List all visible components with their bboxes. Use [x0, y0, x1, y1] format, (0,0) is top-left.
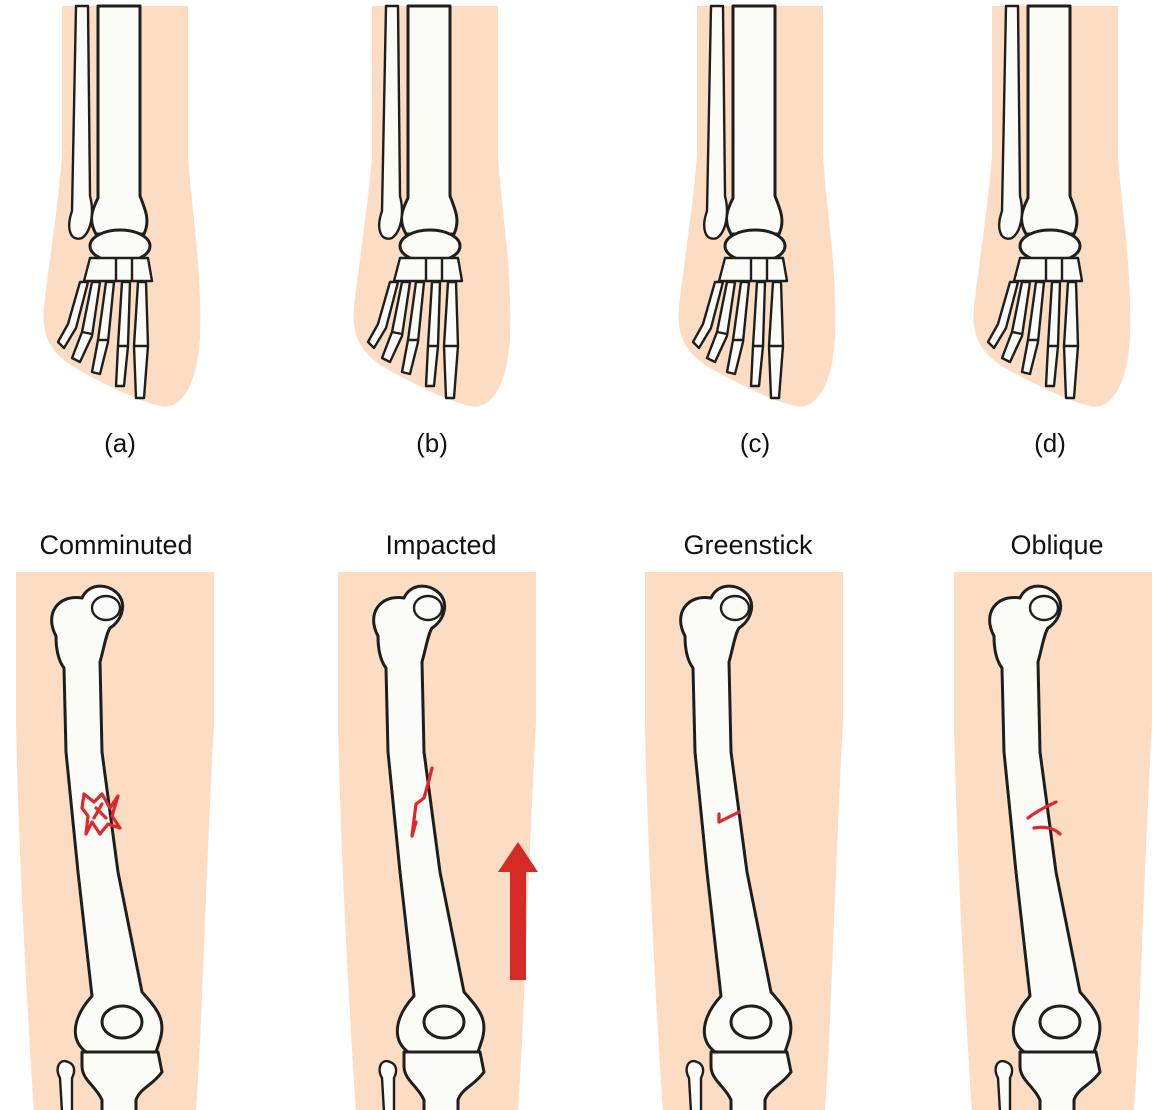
leg-panel-comminuted: [16, 572, 214, 1110]
foot-caption-d: (d): [1034, 428, 1066, 458]
foot-skeleton-icon: [43, 6, 200, 407]
foot-caption-b: (b): [416, 428, 448, 458]
foot-panel-a: [43, 6, 200, 407]
leg-panel-oblique: [954, 572, 1152, 1110]
femur-skeleton-icon: [338, 572, 536, 1110]
foot-caption-a: (a): [104, 428, 136, 458]
foot-skeleton-icon: [678, 6, 835, 407]
foot-skeleton-icon: [353, 6, 510, 407]
fracture-title-oblique: Oblique: [1010, 530, 1103, 560]
foot-panel-b: [353, 6, 510, 407]
femur-skeleton-icon: [954, 572, 1152, 1110]
foot-skeleton-icon: [973, 6, 1130, 407]
fracture-title-comminuted: Comminuted: [39, 530, 192, 560]
fracture-title-greenstick: Greenstick: [683, 530, 813, 560]
foot-caption-c: (c): [740, 428, 770, 458]
leg-panel-impacted: [338, 572, 538, 1110]
femur-skeleton-icon: [16, 572, 214, 1110]
femur-skeleton-icon: [645, 572, 843, 1110]
foot-panel-c: [678, 6, 835, 407]
foot-panel-d: [973, 6, 1130, 407]
fracture-title-impacted: Impacted: [385, 530, 496, 560]
leg-panel-greenstick: [645, 572, 843, 1110]
